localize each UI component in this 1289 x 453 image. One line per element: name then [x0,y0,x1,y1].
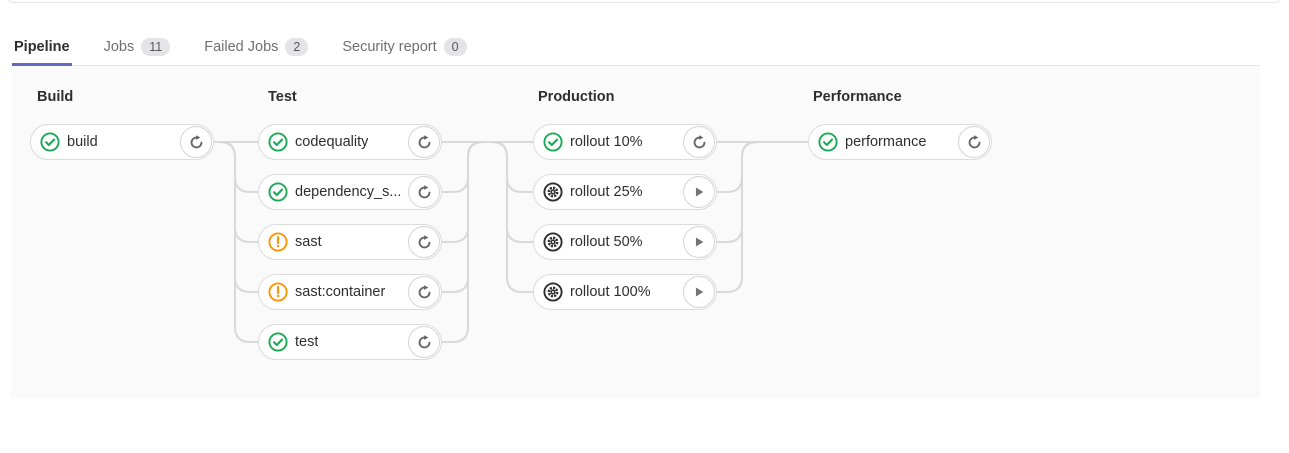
play-job-button[interactable] [683,226,715,258]
retry-icon [418,284,430,298]
stage-title-production: Production [538,89,615,105]
job-name: sast [295,234,322,250]
status-success-icon [40,132,60,152]
retry-icon [418,334,430,348]
job-name: rollout 50% [570,234,643,250]
job-sast[interactable]: sast [258,224,442,260]
job-name: build [67,134,98,150]
job-name: codequality [295,134,369,150]
status-success-icon [268,132,288,152]
tab-failed-jobs[interactable]: Failed Jobs 2 [202,28,310,65]
stage-title-test: Test [268,89,297,105]
job-codequality[interactable]: codequality [258,124,442,160]
job-name: rollout 10% [570,134,643,150]
job-rollout-10[interactable]: rollout 10% [533,124,717,160]
retry-icon [418,234,430,248]
job-sast-container[interactable]: sast:container [258,274,442,310]
retry-icon [418,184,430,198]
retry-icon [693,134,705,148]
job-performance[interactable]: performance [808,124,992,160]
retry-job-button[interactable] [408,326,440,358]
job-name: rollout 25% [570,184,643,200]
status-manual-icon [543,232,563,252]
status-success-icon [268,182,288,202]
job-name: sast:container [295,284,386,300]
job-rollout-25[interactable]: rollout 25% [533,174,717,210]
top-panel-bottom-edge [8,0,1281,3]
retry-job-button[interactable] [958,126,990,158]
play-job-button[interactable] [683,276,715,308]
status-manual-icon [543,182,563,202]
retry-job-button[interactable] [408,276,440,308]
status-success-icon [818,132,838,152]
retry-job-button[interactable] [408,226,440,258]
security-report-count-badge: 0 [443,37,467,56]
status-success-icon [268,332,288,352]
job-test[interactable]: test [258,324,442,360]
retry-job-button[interactable] [180,126,212,158]
pipeline-graph: Build Test Production Performance build [11,66,1260,398]
status-success-icon [543,132,563,152]
retry-job-button[interactable] [683,126,715,158]
tab-pipeline[interactable]: Pipeline [12,28,72,66]
jobs-count-badge: 11 [141,37,171,56]
stage-title-performance: Performance [813,89,902,105]
play-icon [695,237,704,247]
tab-failed-jobs-label: Failed Jobs [204,38,279,55]
job-name: rollout 100% [570,284,651,300]
pipeline-connector-lines [214,141,808,343]
tab-jobs[interactable]: Jobs 11 [102,28,173,65]
job-dependency-scanning[interactable]: dependency_s... [258,174,442,210]
play-icon [695,187,704,197]
job-name: test [295,334,319,350]
play-job-button[interactable] [683,176,715,208]
job-build[interactable]: build [30,124,214,160]
job-rollout-50[interactable]: rollout 50% [533,224,717,260]
job-name: dependency_s... [295,184,402,200]
retry-icon [968,134,980,148]
failed-jobs-count-badge: 2 [285,37,309,56]
status-warning-icon [268,282,288,302]
play-icon [695,287,704,297]
retry-icon [418,134,430,148]
pipeline-tabs: Pipeline Jobs 11 Failed Jobs 2 Security … [11,28,1260,66]
retry-job-button[interactable] [408,126,440,158]
status-warning-icon [268,232,288,252]
job-rollout-100[interactable]: rollout 100% [533,274,717,310]
retry-job-button[interactable] [408,176,440,208]
tab-security-report-label: Security report [342,38,437,55]
stage-title-build: Build [37,89,74,105]
status-manual-icon [543,282,563,302]
job-name: performance [845,134,927,150]
tab-pipeline-label: Pipeline [14,38,70,55]
tab-security-report[interactable]: Security report 0 [340,28,468,65]
tab-jobs-label: Jobs [103,38,135,55]
retry-icon [190,134,202,148]
